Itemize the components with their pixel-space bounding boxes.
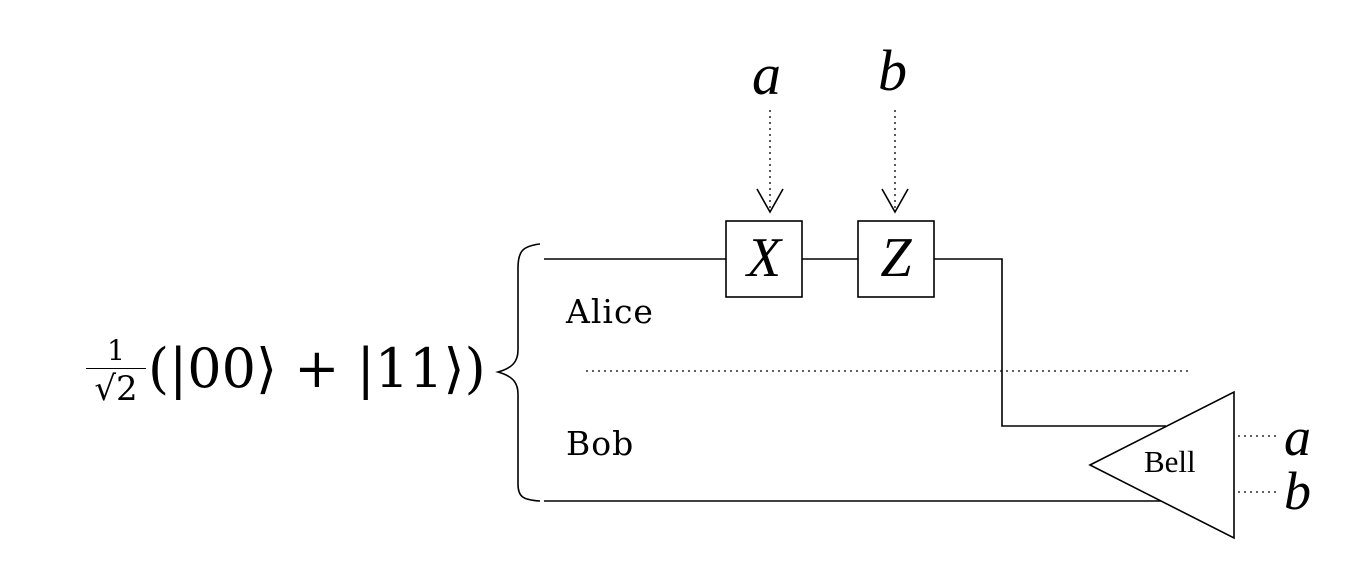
- control-arrowhead-b: [881, 188, 909, 214]
- bell-measurement-label: Bell: [1144, 444, 1196, 479]
- fraction-denominator: √2: [94, 369, 138, 409]
- fraction-bar: [86, 368, 146, 369]
- alice-label: Alice: [566, 292, 654, 331]
- input-a-label: a: [752, 42, 781, 107]
- x-gate-label: X: [746, 227, 782, 289]
- state-ket-expression: (|00⟩ + |11⟩): [148, 337, 486, 400]
- output-a-label: a: [1284, 407, 1311, 467]
- fraction-numerator: 1: [107, 334, 125, 367]
- x-gate-box: [725, 220, 803, 298]
- alice-wire-to-bell: [934, 258, 1166, 427]
- input-b-label: b: [878, 38, 907, 103]
- z-gate-box: [857, 220, 935, 298]
- z-gate-label: Z: [880, 227, 912, 289]
- bell-measurement-triangle: [1088, 390, 1235, 540]
- control-arrowhead-a: [756, 188, 784, 214]
- bob-label: Bob: [566, 424, 635, 463]
- output-b-label: b: [1284, 461, 1311, 521]
- state-fraction: 1 √2: [80, 336, 152, 409]
- state-brace: [495, 243, 541, 502]
